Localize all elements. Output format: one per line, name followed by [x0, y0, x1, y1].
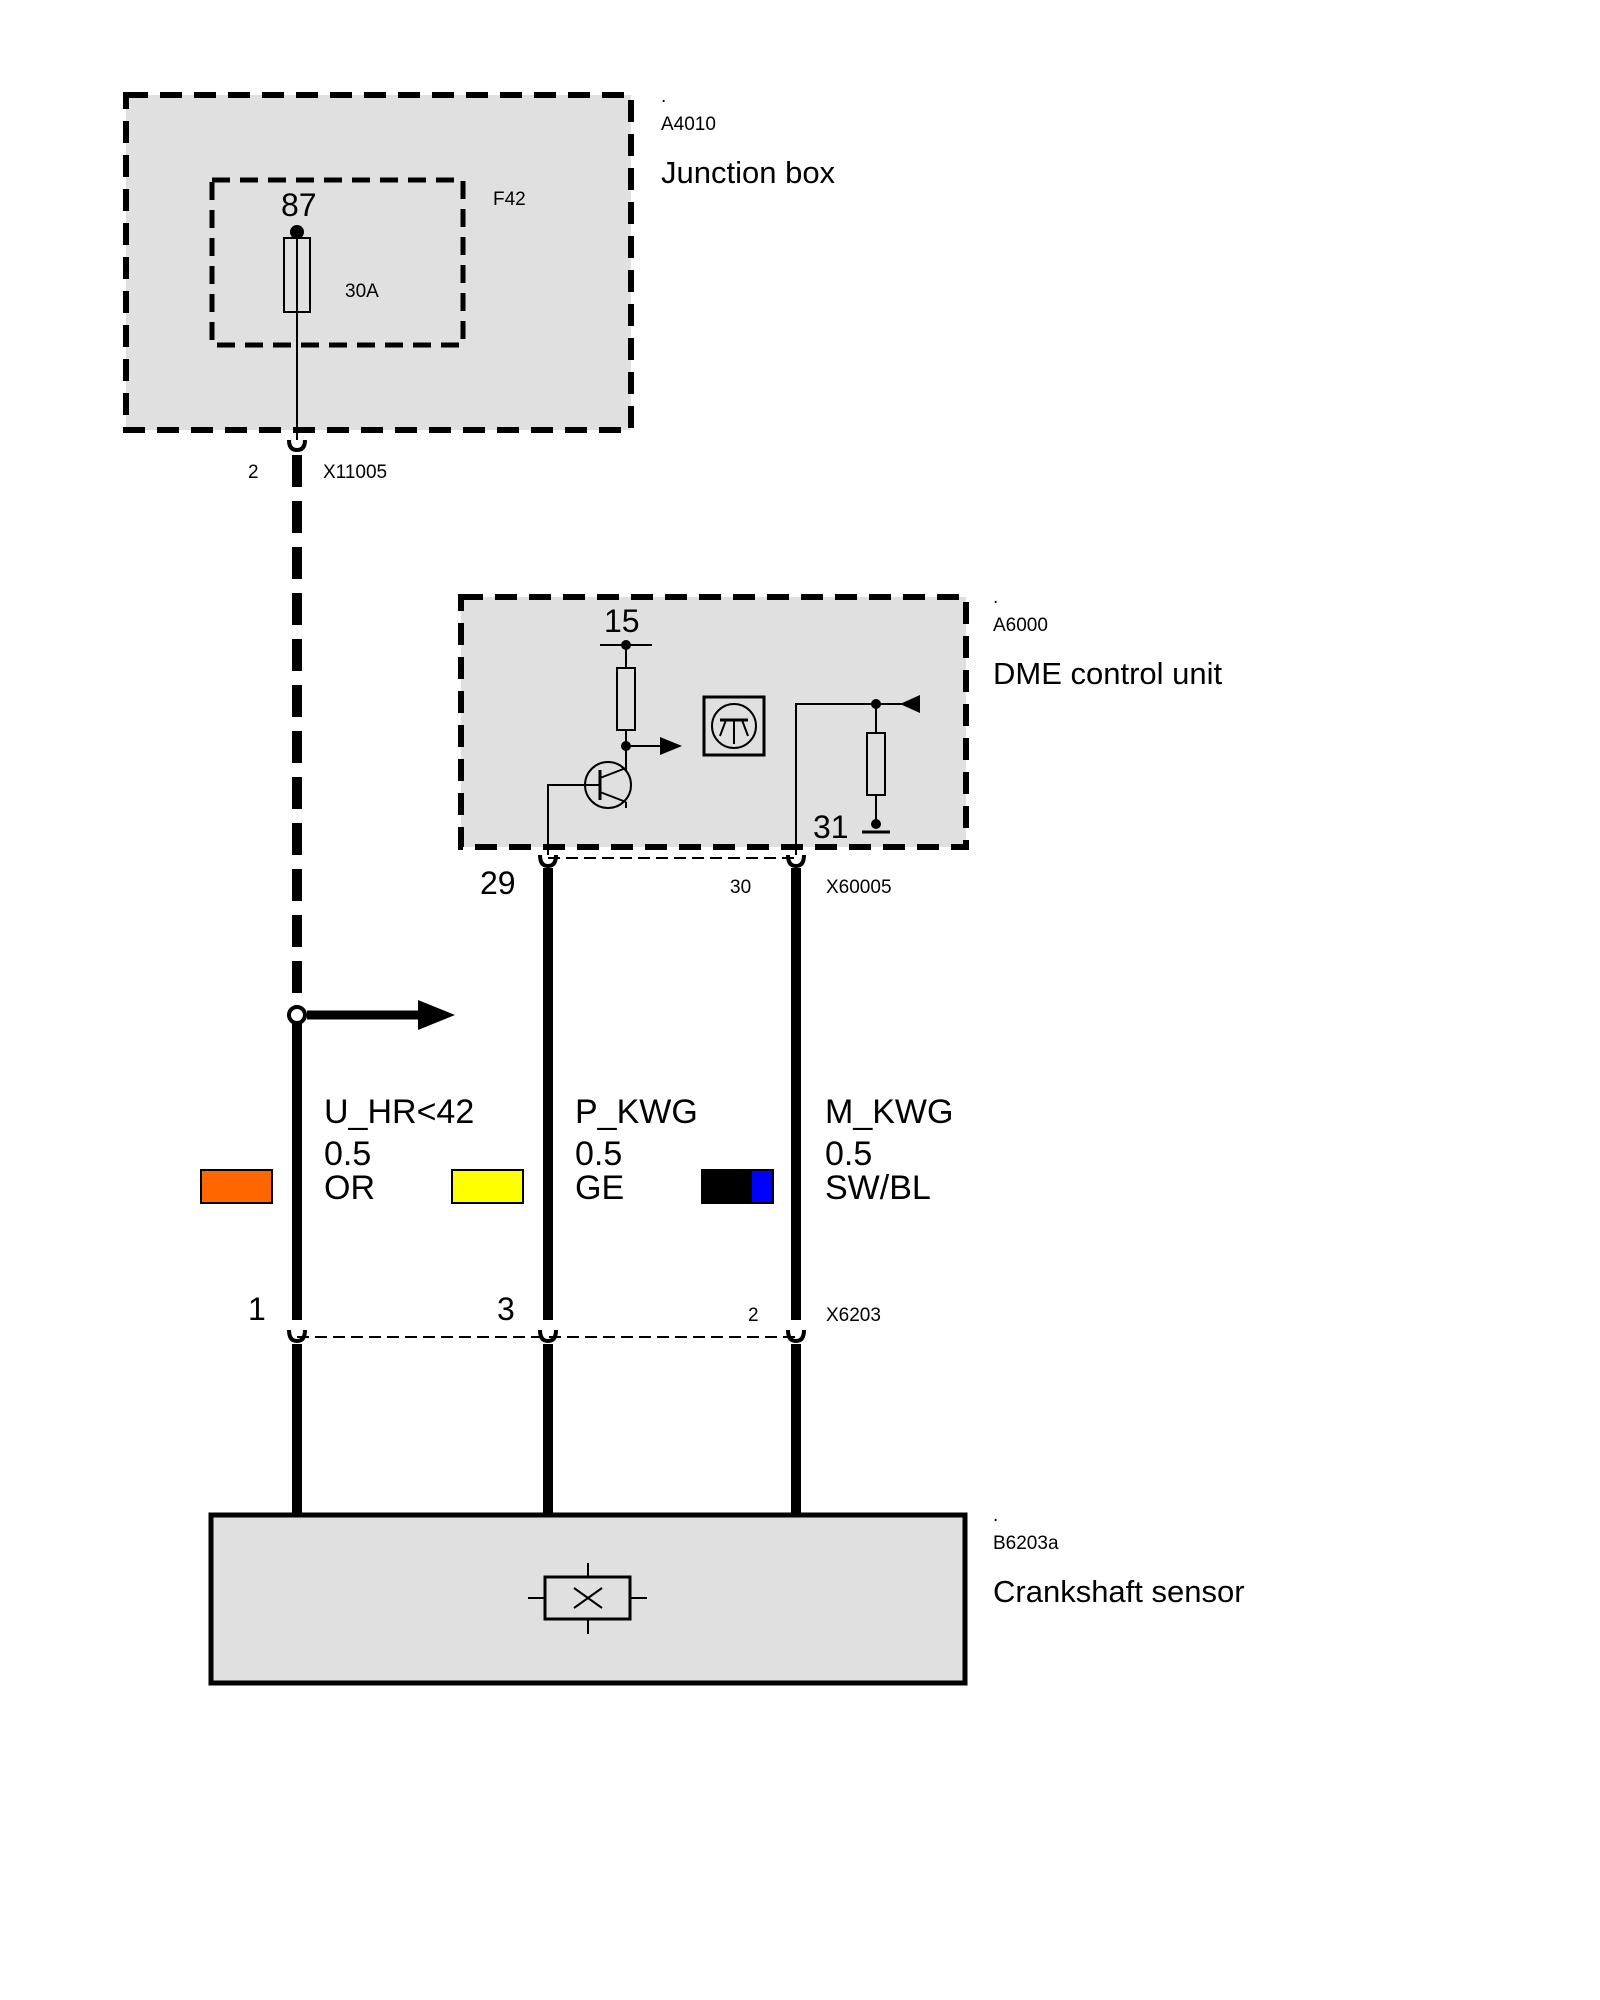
x6203-pin-1: 1 — [248, 1291, 266, 1327]
wire-signal: P_KWG — [575, 1093, 698, 1131]
wire-label-p-kwg: P_KWG 0.5 GE — [451, 1093, 698, 1207]
sensor-name: Crankshaft sensor — [993, 1574, 1245, 1609]
x11005-pin: 2 — [248, 462, 259, 483]
wire-color-swatch — [200, 1169, 273, 1204]
wire-color-code: OR — [324, 1169, 375, 1207]
x60005-pin-29: 29 — [480, 865, 516, 901]
sensor-id: B6203a — [993, 1533, 1059, 1554]
fuse-id: F42 — [493, 189, 526, 210]
x60005-pin-30: 30 — [730, 877, 751, 898]
wire-color-swatch-primary — [702, 1170, 752, 1203]
crankshaft-sensor — [208, 1512, 968, 1686]
wire-label-u-hr: U_HR<42 0.5 OR — [200, 1093, 474, 1207]
wire-gauge: 0.5 — [575, 1135, 622, 1173]
wire-signal: U_HR<42 — [324, 1093, 474, 1131]
connector-x11005-socket — [287, 439, 307, 453]
junction-box-name: Junction box — [661, 155, 836, 190]
wire-color-code: GE — [575, 1169, 624, 1207]
fuse-terminal-label: 87 — [281, 187, 317, 223]
splice-point — [287, 1005, 307, 1025]
dme-control-unit — [458, 594, 969, 855]
crankshaft-sensor-icon — [528, 1563, 647, 1634]
wire-label-m-kwg: M_KWG 0.5 SW/BL — [701, 1093, 953, 1207]
x6203-pin-3: 3 — [497, 1291, 515, 1327]
fuse-holder — [209, 177, 466, 348]
wire-gauge: 0.5 — [324, 1135, 371, 1173]
junction-box-id: A4010 — [661, 114, 716, 135]
x11005-id: X11005 — [323, 462, 387, 483]
continuation-arrow-icon — [418, 1000, 455, 1030]
wire-color-swatch-stripe — [752, 1170, 773, 1203]
junction-box-dot: . — [661, 86, 666, 107]
reference-arrow-icon — [900, 695, 920, 713]
signal-out-arrow-icon — [660, 737, 682, 755]
wire-signal: M_KWG — [825, 1093, 953, 1131]
dme-dot: . — [993, 587, 998, 608]
dme-terminal-15: 15 — [604, 603, 640, 639]
fuse-rating: 30A — [345, 281, 379, 302]
dme-terminal-31: 31 — [813, 809, 849, 845]
junction-box — [123, 92, 634, 440]
wire-gauge: 0.5 — [825, 1135, 872, 1173]
x6203-id: X6203 — [826, 1305, 881, 1326]
x6203-pin-2: 2 — [748, 1305, 759, 1326]
sensor-dot: . — [993, 1505, 998, 1526]
dme-name: DME control unit — [993, 656, 1223, 691]
wire-color-swatch — [451, 1169, 524, 1204]
wire-color-code: SW/BL — [825, 1169, 931, 1207]
x60005-id: X60005 — [826, 877, 892, 898]
sensor-interface-icon — [702, 695, 766, 757]
dme-id: A6000 — [993, 615, 1048, 636]
